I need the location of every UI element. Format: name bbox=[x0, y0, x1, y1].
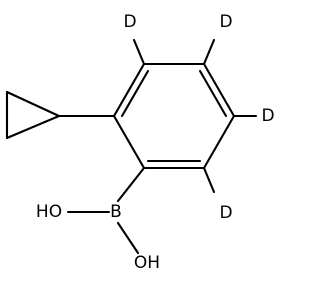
ring-bond-1-inner bbox=[120, 69, 150, 118]
deuterium-label-2: D bbox=[219, 12, 232, 32]
boron-label: B bbox=[110, 202, 122, 222]
deuterium-bond-2 bbox=[202, 38, 216, 66]
deuterium-label-1: D bbox=[123, 12, 136, 32]
deuterium-bond-4 bbox=[202, 166, 216, 194]
structure-diagram: D D D D B HO OH bbox=[5, 12, 275, 273]
ring-bond-1 bbox=[112, 62, 146, 118]
cyclopropyl-ring bbox=[5, 90, 61, 140]
cyclopropyl-bond-3 bbox=[5, 114, 61, 140]
ring-bond-4 bbox=[202, 114, 236, 170]
hydroxyl-label-2: OH bbox=[134, 253, 160, 273]
ring-bond-3 bbox=[202, 62, 236, 118]
deuterium-label-4: D bbox=[219, 203, 232, 223]
ring-bond-3-inner bbox=[198, 69, 228, 118]
deuterium-label-3: D bbox=[261, 106, 274, 126]
benzene-ring bbox=[112, 62, 236, 170]
ring-bond-6 bbox=[112, 114, 146, 170]
hydroxyl-label-1: HO bbox=[36, 202, 62, 222]
cyclopropyl-bond-2 bbox=[5, 90, 61, 118]
carbon-boron-bond bbox=[116, 166, 146, 203]
boron-hydroxyl-bond-2 bbox=[116, 221, 140, 255]
deuterium-bond-1 bbox=[132, 38, 146, 66]
